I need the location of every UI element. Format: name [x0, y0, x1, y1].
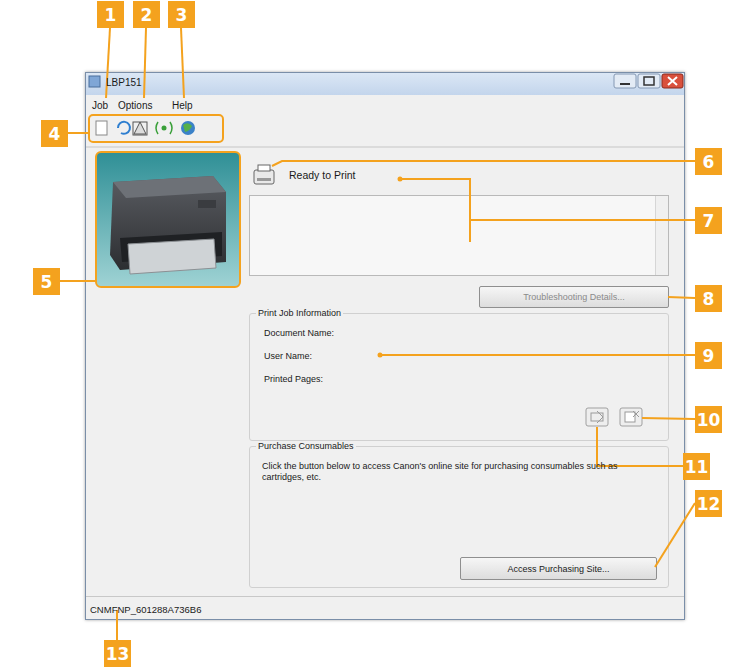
message-box [249, 195, 669, 276]
app-window: LBP151Ready to PrintTroubleshooting Deta… [85, 72, 685, 620]
toolbar-icons [86, 115, 684, 147]
status-icon [254, 165, 274, 184]
window-controls [89, 74, 683, 88]
button-label: Troubleshooting Details... [517, 292, 631, 302]
window-title: LBP151 [106, 77, 142, 88]
field-label: User Name: [264, 351, 312, 361]
callout-number: 8 [695, 285, 722, 312]
menu-item: Options [118, 100, 152, 111]
group-box: Print Job InformationDocument Name:User … [249, 313, 669, 441]
scrollbar [655, 196, 668, 275]
group-heading: Purchase Consumables [256, 441, 356, 451]
button-label: Access Purchasing Site... [501, 564, 615, 574]
callout-number: 11 [683, 453, 710, 480]
field-label: Document Name: [264, 328, 334, 338]
menu-item: Help [172, 100, 193, 111]
callout-number: 9 [695, 342, 722, 369]
job-buttons [586, 408, 642, 426]
callout-number: 12 [695, 490, 722, 517]
callout-number: 6 [695, 148, 722, 175]
menu-item: Job [92, 100, 108, 111]
callout-number: 13 [104, 640, 131, 667]
callout-number: 5 [33, 268, 60, 295]
callout-number: 4 [41, 120, 68, 147]
callout-number: 3 [168, 1, 195, 28]
printer-picture [96, 152, 240, 287]
status-bar-text: CNMFNP_601288A736B6 [90, 604, 201, 615]
status-panel: Ready to Print [249, 167, 669, 276]
callout-number: 1 [97, 1, 124, 28]
group-heading: Print Job Information [256, 308, 343, 318]
callout-number: 7 [695, 207, 722, 234]
push-button: Troubleshooting Details... [479, 286, 669, 308]
group-box: Purchase ConsumablesClick the button bel… [249, 446, 669, 588]
leader-lines [60, 28, 695, 640]
status-text: Ready to Print [289, 169, 356, 181]
field-label: Printed Pages: [264, 374, 323, 384]
group-body: Click the button below to access Canon's… [262, 461, 657, 483]
push-button: Access Purchasing Site... [460, 557, 657, 580]
title-bar [86, 73, 684, 95]
callout-number: 10 [695, 406, 722, 433]
callout-number: 2 [133, 1, 160, 28]
